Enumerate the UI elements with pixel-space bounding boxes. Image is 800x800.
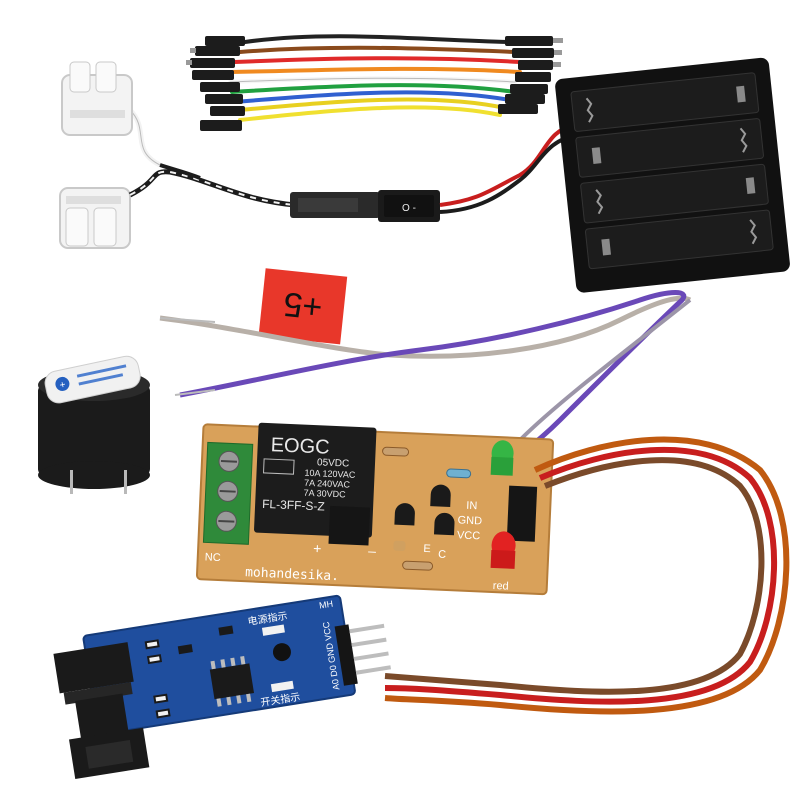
battery-holder — [555, 57, 790, 293]
rocker-switch: O - — [290, 190, 440, 222]
switch-label: O - — [402, 203, 416, 214]
buzzer: + — [38, 355, 150, 494]
relay-spec-line: 05VDC — [317, 457, 350, 469]
relay-module: NC EOGC 05VDC 10A 120VAC 7A 240VAC 7A 30… — [195, 422, 555, 596]
relay-minus-mark: – — [368, 543, 377, 559]
tag-plus5: +5 — [258, 268, 348, 345]
terminal-nc-label: NC — [205, 551, 221, 564]
screw-terminal — [202, 441, 254, 545]
ribbon-cable — [384, 436, 790, 715]
relay-spec-line: 10A 120VAC — [304, 468, 356, 480]
tag-text: +5 — [282, 284, 325, 326]
connector-top — [61, 61, 133, 136]
pin-gnd-label: GND — [457, 514, 482, 527]
pin-in-label: IN — [466, 500, 478, 512]
relay-plus-mark: + — [313, 540, 322, 556]
green-led — [490, 440, 514, 476]
led-label: red — [493, 580, 509, 593]
relay-model: FL-3FF-S-Z — [262, 497, 325, 514]
pin-vcc-label: VCC — [457, 529, 481, 542]
sensor-corner-label: MH — [318, 599, 333, 611]
jumper-wires — [186, 34, 563, 131]
svg-text:C: C — [438, 549, 447, 561]
relay-spec-line: 7A 240VAC — [304, 478, 351, 490]
resistors — [382, 446, 472, 571]
red-led — [490, 531, 516, 569]
relay-spec-line: 7A 30VDC — [303, 488, 346, 500]
relay-brand: EOGC — [270, 434, 330, 459]
svg-text:E: E — [423, 543, 431, 555]
ir-sensor-module: 电源指示 开关指示 MH A0 D0 GND VCC — [53, 594, 391, 779]
board-marking: mohandesika. — [245, 565, 339, 584]
transistors — [394, 484, 455, 536]
connector-bottom — [59, 187, 131, 249]
svg-text:+: + — [59, 379, 67, 391]
slot-sensor — [53, 642, 150, 779]
lever-connectors — [59, 61, 296, 249]
